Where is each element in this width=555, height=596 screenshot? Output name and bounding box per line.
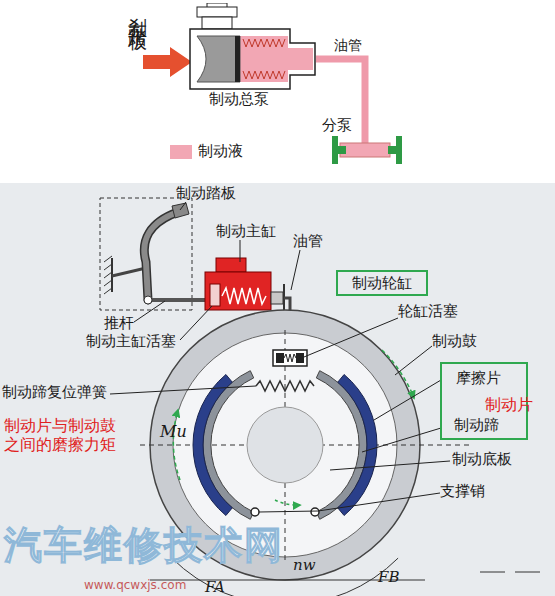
hub xyxy=(247,407,323,483)
node-text: 摩擦片 xyxy=(456,369,501,387)
reservoir xyxy=(216,258,246,272)
wheel-cylinder xyxy=(273,350,307,366)
reservoir-neck xyxy=(202,17,232,29)
spring-coil xyxy=(243,71,285,79)
anchor-pin xyxy=(251,508,259,516)
return-spring xyxy=(222,288,266,304)
leader-line xyxy=(180,202,186,210)
leader-line xyxy=(180,306,212,340)
piston xyxy=(197,36,240,82)
pedal-force-arrow xyxy=(143,47,192,77)
leader-lines xyxy=(110,202,450,512)
annotation: 制动片 xyxy=(485,395,533,414)
legend-entry: 制动液 xyxy=(170,142,243,161)
pipe-stub xyxy=(362,116,369,144)
part-label: 制动蹄复位弹簧 xyxy=(2,383,107,401)
pedal-link xyxy=(112,268,146,276)
symbol-label: Mu xyxy=(160,422,187,441)
leader-line xyxy=(134,301,165,322)
leader-line xyxy=(330,461,450,470)
annotation: 制动片与制动鼓之间的磨擦力矩 xyxy=(4,416,122,454)
pivot xyxy=(144,296,152,304)
friction-lining xyxy=(338,375,377,516)
leader-line xyxy=(240,240,241,262)
part-label: 制动鼓 xyxy=(432,332,477,350)
leader-line xyxy=(362,428,441,452)
master-cylinder: 制动总泵 xyxy=(185,3,316,111)
brake-pad xyxy=(388,136,402,164)
pedal-lever-outline xyxy=(144,212,178,300)
leader-line xyxy=(259,511,318,512)
legend-text: 制动液 xyxy=(198,142,243,161)
component-box: 制动轮缸 xyxy=(336,270,428,296)
leader-line xyxy=(291,250,300,290)
cylinder-body xyxy=(190,29,315,89)
outlet-port xyxy=(271,292,283,304)
brake-pipe xyxy=(316,59,365,116)
watermark-url: www.qcwxjs.com xyxy=(84,578,186,592)
pedal-pad xyxy=(172,203,189,218)
ground-dash xyxy=(480,572,505,573)
wheel-piston xyxy=(296,353,304,363)
cylinder-body xyxy=(340,143,390,157)
torque-arrow xyxy=(173,410,180,480)
rotation-arrow xyxy=(275,500,300,505)
leader-line xyxy=(110,386,256,394)
ground-dash xyxy=(515,572,540,573)
leader-line xyxy=(318,493,440,511)
pedal-lever xyxy=(144,212,178,300)
edge-label: 油管 xyxy=(334,37,362,54)
part-label: 油管 xyxy=(293,232,323,250)
part-label: 制动踏板 xyxy=(176,184,236,202)
node-text: 分泵 xyxy=(322,116,352,134)
rotation-arrow xyxy=(382,350,414,398)
part-label: 制动底板 xyxy=(452,450,512,468)
node-text: 制动总泵 xyxy=(209,90,269,108)
brake-fluid xyxy=(240,36,313,82)
wheel-piston xyxy=(276,353,284,363)
part-label: 推杆 xyxy=(104,314,134,332)
part-label: 轮缸活塞 xyxy=(398,302,458,320)
symbol-label: nw xyxy=(293,556,316,574)
part-label: 刹车踏板 xyxy=(127,2,150,22)
friction-lining xyxy=(193,375,232,516)
cylinder-spring xyxy=(284,354,296,362)
leader-line xyxy=(374,380,441,420)
node-text: 制动蹄 xyxy=(454,416,499,434)
watermark: 汽车维修技术网 xyxy=(4,523,284,569)
leader-line xyxy=(395,346,432,375)
part-label: 支撑销 xyxy=(440,482,485,500)
part-label: 制动主缸 xyxy=(216,222,276,240)
push-rod xyxy=(148,298,212,302)
node-text: 制动轮缸 xyxy=(352,274,412,292)
part-label: 制动主缸活塞 xyxy=(86,332,176,350)
mount-hatch xyxy=(104,256,112,294)
pedal-frame xyxy=(100,198,192,310)
symbol-label: FB xyxy=(378,568,399,586)
wheel-cylinder: 分泵 xyxy=(322,116,412,168)
shoe-return-spring xyxy=(256,381,314,391)
piston-seal xyxy=(235,36,240,82)
symbol-label: FA xyxy=(205,578,225,596)
reservoir-cap xyxy=(197,7,237,17)
panel-background xyxy=(0,183,555,596)
legend-swatch xyxy=(170,145,192,159)
leader-line xyxy=(304,318,398,357)
master-piston xyxy=(210,284,220,306)
spring-coil xyxy=(243,39,285,47)
master-cylinder-body xyxy=(205,272,271,310)
anchor-pin xyxy=(311,508,319,516)
brake-pad xyxy=(332,136,346,164)
